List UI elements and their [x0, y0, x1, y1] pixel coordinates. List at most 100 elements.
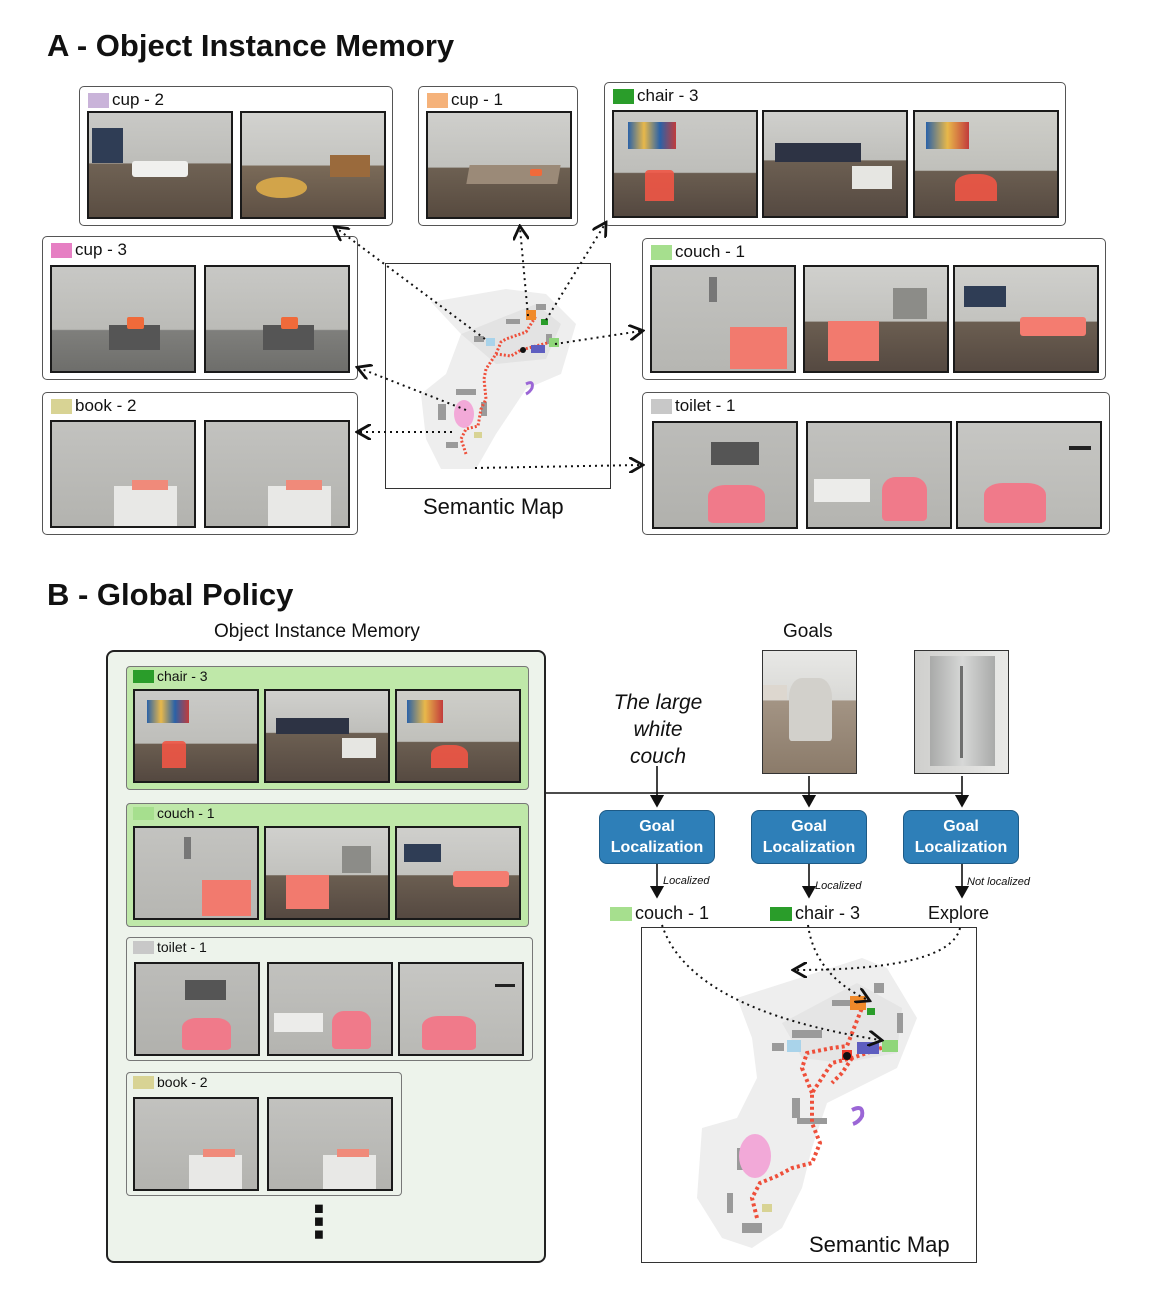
- map-marker-book-2: [474, 432, 482, 438]
- instance-photo: [953, 265, 1099, 373]
- instance-photo: [806, 421, 952, 529]
- memory-photo: [264, 689, 390, 783]
- goal-text-line: couch: [629, 745, 687, 768]
- map-marker-cup-2: [787, 1040, 801, 1052]
- instance-label: chair - 3: [613, 86, 698, 106]
- section-b-title: B - Global Policy: [47, 577, 294, 612]
- instance-label: couch - 1: [651, 242, 745, 262]
- color-swatch: [651, 244, 672, 260]
- result-couch-1: couch - 1: [610, 903, 709, 924]
- goal-text-line: The large: [613, 691, 703, 714]
- instance-card-cup-1: cup - 1: [418, 86, 578, 226]
- result-explore: Explore: [928, 903, 989, 924]
- memory-item-book-2: book - 2: [126, 1072, 402, 1196]
- memory-item-label: chair - 3: [133, 668, 208, 684]
- semantic-map-a-caption: Semantic Map: [423, 494, 564, 519]
- instance-photo: [204, 420, 350, 528]
- instance-photo: [913, 110, 1059, 218]
- instance-label: cup - 3: [51, 240, 127, 260]
- instance-label-text: cup - 3: [75, 240, 127, 259]
- map-marker-violet: [525, 381, 534, 396]
- instance-label-text: chair - 3: [637, 86, 699, 105]
- goal-image-fridge: [914, 650, 1009, 774]
- status-localized-1: Localized: [663, 875, 710, 887]
- memory-item-label: toilet - 1: [133, 939, 207, 955]
- memory-photo: [267, 962, 393, 1056]
- color-swatch: [88, 92, 109, 108]
- memory-photo: [133, 1097, 259, 1191]
- memory-item-label: book - 2: [133, 1074, 208, 1090]
- result-label: chair - 3: [795, 903, 861, 923]
- instance-label: cup - 1: [427, 90, 503, 110]
- map-marker-couch-1: [882, 1040, 898, 1052]
- result-label: Explore: [928, 903, 990, 923]
- color-swatch: [51, 242, 72, 258]
- semantic-map-a-graphic: [421, 289, 576, 469]
- goal-button-line: Goal: [943, 818, 979, 835]
- memory-item-label-text: toilet - 1: [157, 939, 207, 955]
- instance-photo: [956, 421, 1102, 529]
- goal-button-line: Localization: [762, 839, 856, 856]
- map-robot-position: [520, 347, 526, 353]
- memory-photo: [133, 689, 259, 783]
- more-items-ellipsis: ⋮: [297, 1198, 341, 1247]
- instance-photo: [87, 111, 233, 219]
- instance-photo: [612, 110, 758, 218]
- instance-label: book - 2: [51, 396, 136, 416]
- goal-image-chair: [762, 650, 857, 774]
- color-swatch: [427, 92, 448, 108]
- object-instance-memory-panel: chair - 3 couch - 1 toilet - 1 book - 2 …: [106, 650, 546, 1263]
- goal-button-line: Goal: [791, 818, 827, 835]
- instance-card-cup-2: cup - 2: [79, 86, 393, 226]
- memory-photo: [264, 826, 390, 920]
- instance-label-text: book - 2: [75, 396, 137, 415]
- instance-photo: [803, 265, 949, 373]
- color-swatch: [613, 88, 634, 104]
- color-swatch: [610, 906, 632, 921]
- memory-photo: [398, 962, 524, 1056]
- color-swatch: [133, 1075, 154, 1089]
- result-label: couch - 1: [635, 903, 710, 923]
- goals-title: Goals: [783, 621, 833, 642]
- color-swatch: [133, 940, 154, 954]
- instance-photo: [762, 110, 908, 218]
- map-marker-purple: [857, 1042, 879, 1054]
- section-a-title: A - Object Instance Memory: [47, 28, 455, 63]
- map-marker-cup-2: [486, 338, 495, 346]
- result-chair-3: chair - 3: [770, 903, 860, 924]
- memory-photo: [133, 826, 259, 920]
- semantic-map-a: [385, 263, 611, 489]
- map-marker-couch-1: [549, 338, 559, 347]
- map-robot-position: [843, 1052, 851, 1060]
- instance-photo: [426, 111, 572, 219]
- instance-photo: [652, 421, 798, 529]
- instance-card-cup-3: cup - 3: [42, 236, 358, 380]
- map-marker-cup-1: [850, 996, 866, 1010]
- semantic-map-b-graphic: [697, 958, 917, 1248]
- map-marker-cup-3: [739, 1134, 771, 1178]
- instance-label-text: toilet - 1: [675, 396, 736, 415]
- instance-card-book-2: book - 2: [42, 392, 358, 535]
- memory-item-toilet-1: toilet - 1: [126, 937, 533, 1061]
- instance-label: cup - 2: [88, 90, 164, 110]
- instance-card-toilet-1: toilet - 1: [642, 392, 1110, 535]
- map-marker-chair-3: [541, 319, 548, 325]
- goal-button-line: Localization: [914, 839, 1008, 856]
- instance-card-chair-3: chair - 3: [604, 82, 1066, 226]
- map-marker-book-2: [762, 1204, 772, 1212]
- map-robot-trajectory-branch: [494, 315, 538, 355]
- memory-panel-title: Object Instance Memory: [214, 621, 420, 642]
- memory-photo: [395, 826, 521, 920]
- map-marker-purple: [531, 345, 545, 353]
- semantic-map-b: [641, 927, 977, 1263]
- instance-card-couch-1: couch - 1: [642, 238, 1106, 380]
- memory-item-label-text: book - 2: [157, 1074, 208, 1090]
- instance-label-text: cup - 1: [451, 90, 503, 109]
- memory-item-chair-3: chair - 3: [126, 666, 529, 790]
- instance-photo: [204, 265, 350, 373]
- memory-item-label: couch - 1: [133, 805, 215, 821]
- memory-photo: [395, 689, 521, 783]
